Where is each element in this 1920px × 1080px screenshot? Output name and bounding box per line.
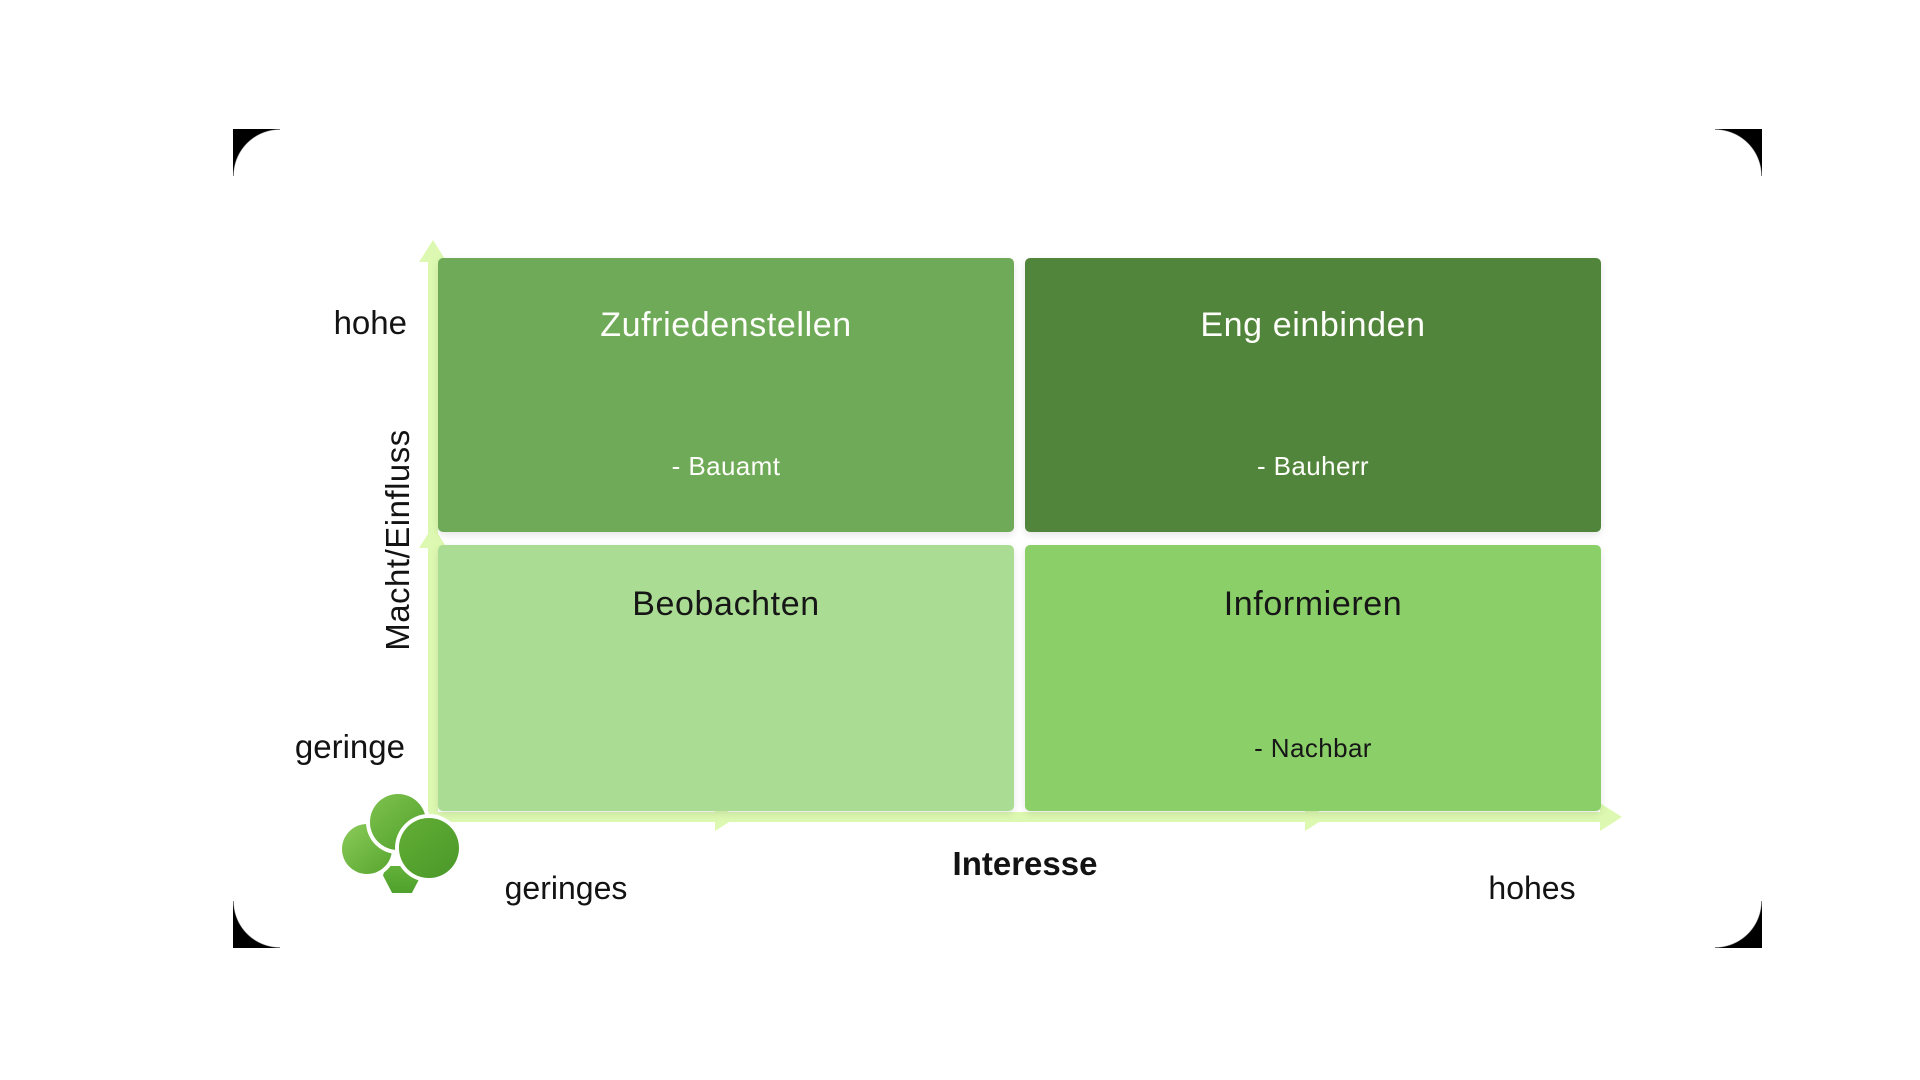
quadrant-item: - Bauamt: [671, 451, 781, 481]
corner-mark-bottom-left-icon: [233, 901, 280, 948]
quadrant-title: Eng einbinden: [1200, 306, 1426, 344]
y-axis-high-label: hohe: [333, 304, 407, 341]
x-axis-high-label: hohes: [1488, 870, 1576, 906]
x-axis-title: Interesse: [952, 845, 1098, 882]
y-axis-title: Macht/Einfluss: [379, 429, 416, 651]
broccoli-logo: [335, 788, 465, 900]
quadrant-satisfy: Zufriedenstellen - Bauamt: [438, 258, 1014, 532]
quadrant-title: Beobachten: [632, 585, 820, 623]
quadrant-inform: Informieren - Nachbar: [1025, 545, 1601, 811]
quadrant-title: Informieren: [1223, 585, 1403, 623]
quadrant-item: - Nachbar: [1254, 733, 1372, 763]
quadrant-item: - Bauherr: [1257, 451, 1369, 481]
x-axis-end-arrow-icon: [1600, 803, 1622, 831]
x-axis-low-label: geringes: [504, 870, 628, 906]
corner-mark-top-left-icon: [233, 129, 280, 176]
quadrant-engage-closely: Eng einbinden - Bauherr: [1025, 258, 1601, 532]
x-axis-line: [428, 812, 1612, 822]
corner-mark-top-right-icon: [1715, 129, 1762, 176]
y-axis-low-label: geringe: [294, 728, 405, 765]
corner-mark-bottom-right-icon: [1715, 901, 1762, 948]
quadrant-monitor: Beobachten: [438, 545, 1014, 811]
logo-circle-right: [399, 818, 459, 878]
quadrant-title: Zufriedenstellen: [600, 306, 852, 344]
